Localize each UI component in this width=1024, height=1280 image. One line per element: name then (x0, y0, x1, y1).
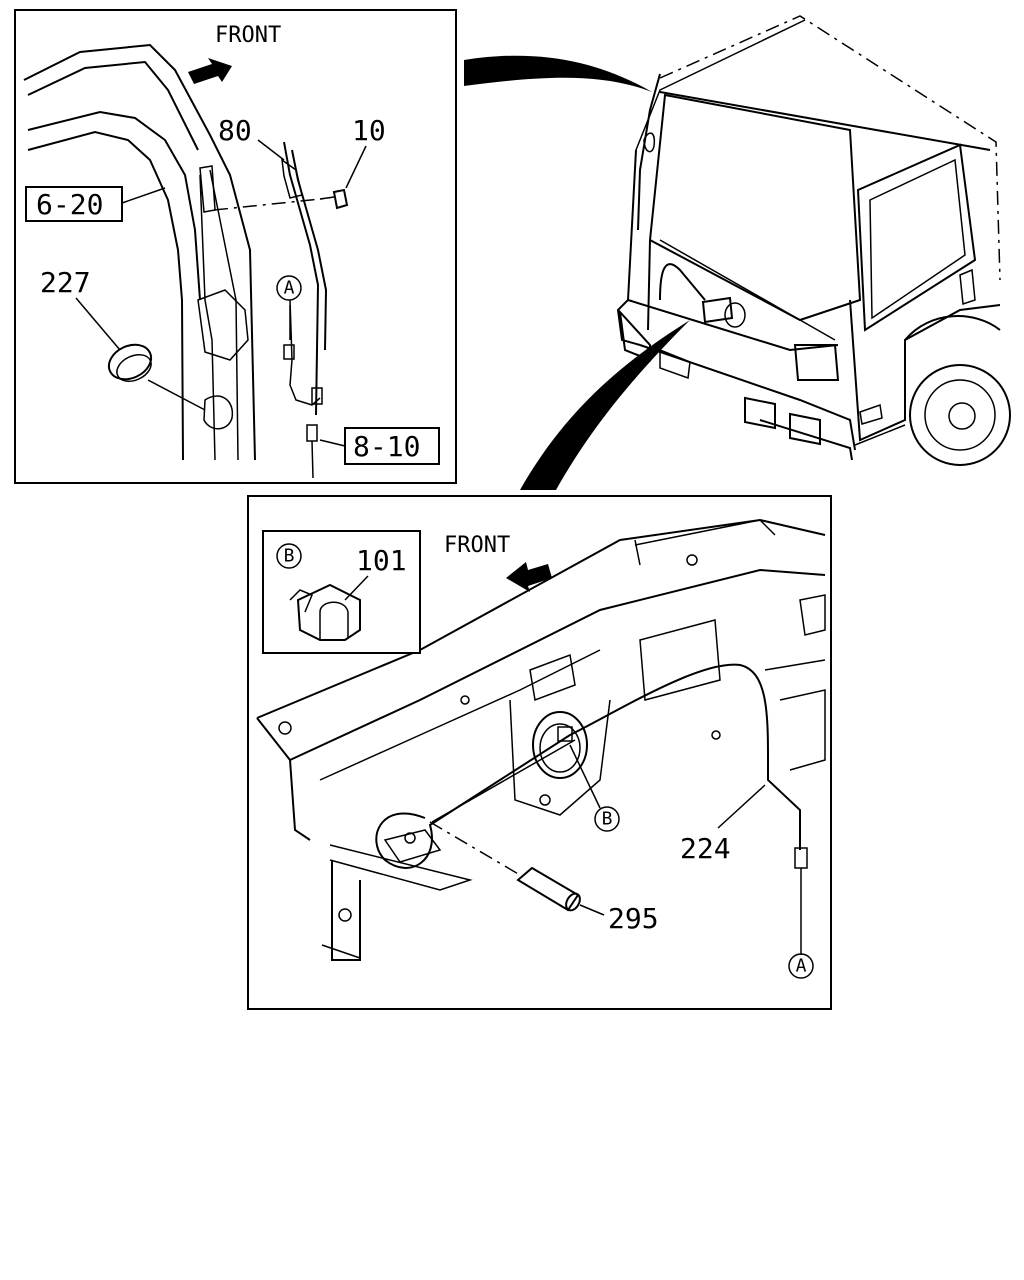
marker-a-circle (276, 275, 302, 301)
screw-part (319, 188, 349, 210)
truck-cab-illustration (616, 15, 1011, 466)
clip-inset-frame (262, 530, 421, 654)
callout-80: 80 (218, 114, 252, 147)
sleeve-part (429, 821, 581, 912)
cab-pillar-drawing (23, 43, 331, 461)
inset-marker-b-circle (276, 543, 302, 569)
marker-b: B (602, 809, 613, 830)
callout-224: 224 (680, 832, 731, 865)
clip-part (289, 583, 361, 641)
antenna-cable (375, 663, 808, 955)
link-arrow-bottom (520, 320, 690, 490)
leader-227 (75, 297, 121, 351)
front-label-bottom: FRONT (444, 533, 510, 558)
leader-295 (579, 904, 605, 916)
top-left-panel-frame (14, 9, 457, 484)
reference-box-8-10 (344, 427, 440, 465)
front-label: FRONT (215, 23, 281, 48)
leader-80 (257, 139, 285, 161)
leader-8-10 (319, 439, 346, 447)
reference-6-20: 6-20 (36, 188, 103, 221)
leader-10 (345, 145, 367, 189)
marker-b-circle (594, 806, 620, 832)
marker-a-circle-bottom (788, 953, 814, 979)
marker-a-bottom: A (796, 956, 807, 977)
clip-inset: B 101 (262, 530, 421, 654)
bottom-panel: FRONT B 101 B 224 295 A (247, 495, 832, 1010)
marker-a: A (284, 278, 295, 299)
callout-101: 101 (356, 544, 407, 577)
front-arrow-icon-bottom (506, 562, 552, 592)
reference-box-6-20 (25, 186, 123, 222)
callout-227: 227 (40, 266, 91, 299)
grommet-part (107, 343, 206, 411)
front-arrow-icon (188, 58, 232, 84)
leader-b (569, 744, 601, 809)
top-left-panel: FRONT 80 10 6-20 227 A 8-10 (14, 9, 457, 484)
link-arrow-top (464, 55, 652, 92)
antenna-assembly (281, 141, 328, 479)
inset-marker-b: B (284, 546, 295, 567)
chassis-crossmember-drawing (256, 518, 826, 961)
callout-10: 10 (352, 114, 386, 147)
leader-101 (344, 575, 369, 601)
leader-6-20 (121, 187, 166, 204)
leader-224 (717, 784, 766, 829)
reference-8-10: 8-10 (353, 430, 420, 463)
callout-295: 295 (608, 902, 659, 935)
